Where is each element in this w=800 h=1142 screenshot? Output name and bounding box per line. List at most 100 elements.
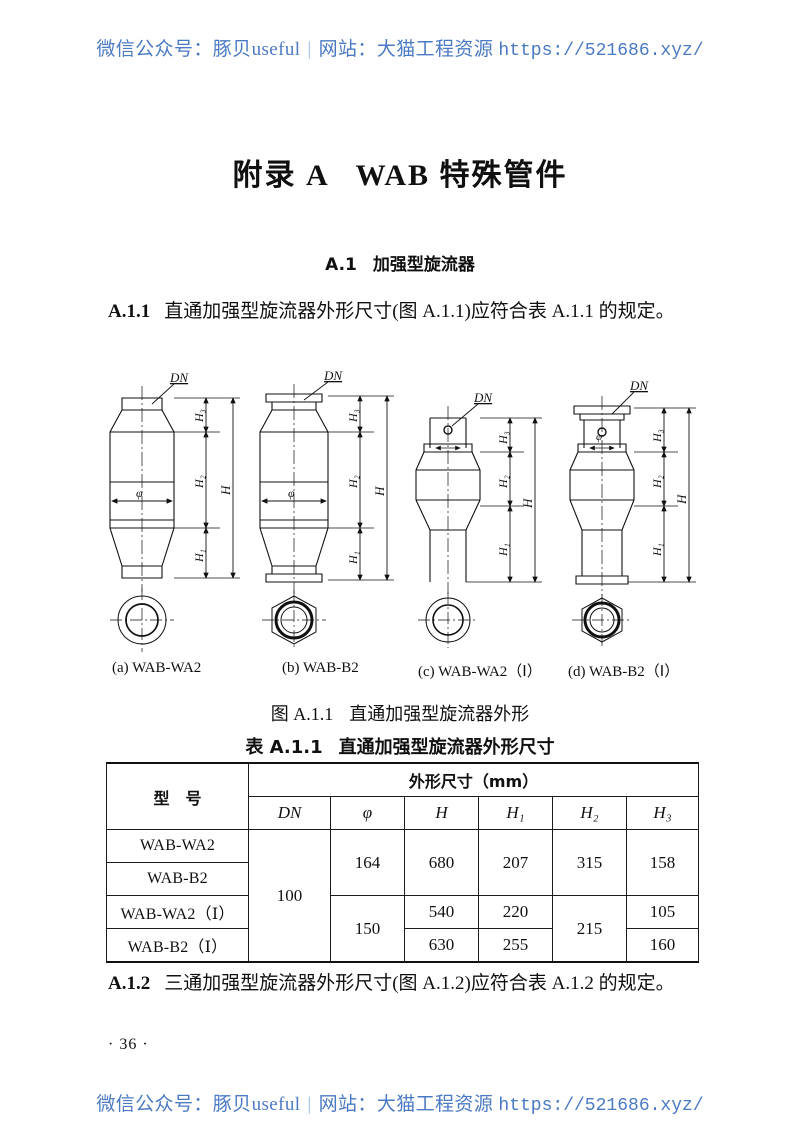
figure-caption-d: (d) WAB-B2（Ⅰ）	[568, 664, 680, 680]
svg-text:H₃: H₃	[650, 429, 664, 443]
table-row: WAB-B2（Ⅰ） 630 255 160	[106, 928, 700, 963]
table-cell-h1-207: 207	[478, 829, 553, 896]
site-url[interactable]: https://521686.xyz/	[498, 1096, 704, 1116]
watermark-separator: |	[307, 1094, 312, 1115]
figure-b-plan-view	[262, 590, 326, 650]
site-url[interactable]: https://521686.xyz/	[498, 41, 704, 61]
svg-text:H: H	[218, 485, 233, 496]
figure-c-plan-view	[418, 592, 478, 648]
table-cell-model-3: WAB-WA2（Ⅰ）	[106, 895, 249, 929]
figure-b-elevation: φ DN H₃ H₂ H₁ H	[259, 368, 394, 594]
svg-text:DN: DN	[473, 390, 493, 405]
dimensions-table: 型 号 外形尺寸（mm） DN φ H H₁ H₂ H₃ WAB-WA2 100…	[106, 762, 700, 963]
page-number: · 36 ·	[108, 1036, 149, 1053]
site-name: 大猫工程资源	[376, 39, 494, 60]
table-caption-text: 直通加强型旋流器外形尺寸	[338, 737, 555, 758]
page-title: 附录 A WAB 特殊管件	[0, 150, 800, 194]
svg-text:H: H	[674, 494, 689, 505]
table-cell-model-1: WAB-WA2	[106, 829, 249, 863]
table-cell-h3-105: 105	[625, 895, 700, 929]
svg-text:φ: φ	[288, 486, 295, 500]
table-header-h: H	[404, 796, 479, 830]
site-name: 大猫工程资源	[376, 1094, 494, 1115]
svg-text:H₂: H₂	[650, 475, 664, 489]
table-cell-model-4: WAB-B2（Ⅰ）	[106, 928, 249, 963]
table-header-h3: H₃	[625, 796, 700, 830]
appendix-subject: WAB 特殊管件	[355, 159, 568, 192]
paragraph-a-1-1: A.1.1 直通加强型旋流器外形尺寸(图 A.1.1)应符合表 A.1.1 的规定…	[108, 296, 696, 327]
wechat-account-name: 豚贝useful	[212, 39, 301, 60]
table-cell-phi-150: 150	[330, 895, 405, 963]
table-caption-label: 表 A.1.1	[245, 737, 323, 758]
table-header-h2: H₂	[552, 796, 627, 830]
svg-text:DN: DN	[323, 370, 343, 383]
svg-text:H₁: H₁	[650, 543, 664, 557]
table-cell-phi-164: 164	[330, 829, 405, 896]
figure-item-captions: (a) WAB-WA2 (b) WAB-B2 (c) WAB-WA2（Ⅰ） (d…	[100, 660, 720, 684]
svg-text:H: H	[372, 486, 387, 497]
table-row: WAB-WA2 100 164 680 207 315 158	[106, 829, 700, 963]
table-cell-dn-100: 100	[248, 829, 331, 963]
paragraph-number: A.1.1	[108, 301, 151, 322]
watermark-separator: |	[307, 39, 312, 60]
figure-caption-c: (c) WAB-WA2（Ⅰ）	[418, 664, 542, 680]
table-row: WAB-WA2（Ⅰ） 150 540 220 215 105	[106, 895, 700, 963]
cyclone-drawings-svg: φ DN H₃ H₂ H₁	[109, 368, 696, 652]
svg-text:H₃: H₃	[192, 409, 206, 423]
svg-text:H₁: H₁	[192, 549, 206, 563]
paragraph-text: 三通加强型旋流器外形尺寸(图 A.1.2)应符合表 A.1.2 的规定。	[164, 973, 675, 994]
svg-text:H₃: H₃	[496, 431, 510, 445]
figure-a-1-1-drawings: φ DN H₃ H₂ H₁	[100, 368, 720, 660]
figure-d-elevation: φ DN H₃ H₂ H₁ H	[569, 378, 696, 596]
wechat-label: 微信公众号：	[96, 39, 213, 60]
svg-text:φ: φ	[596, 431, 602, 443]
svg-text:DN: DN	[169, 370, 189, 385]
table-cell-h3-158: 158	[625, 829, 700, 896]
table-cell-h-630: 630	[404, 928, 479, 963]
table-header-phi: φ	[330, 796, 405, 830]
watermark-footer: 微信公众号：豚贝useful | 网站：大猫工程资源 https://521686.…	[0, 1089, 800, 1116]
wechat-label: 微信公众号：	[96, 1094, 213, 1115]
table-header-h1: H₁	[478, 796, 553, 830]
table-row: WAB-B2	[106, 862, 699, 896]
paragraph-number: A.1.2	[108, 973, 151, 994]
figure-caption-label: 图 A.1.1	[270, 704, 334, 724]
paragraph-text: 直通加强型旋流器外形尺寸(图 A.1.1)应符合表 A.1.1 的规定。	[164, 301, 675, 322]
svg-text:H₃: H₃	[346, 409, 360, 423]
figure-a-plan-view	[110, 588, 174, 652]
table-cell-h3-160: 160	[625, 928, 700, 963]
site-label: 网站：	[318, 1094, 377, 1115]
table-cell-h1-255: 255	[478, 928, 553, 963]
table-header-row-1: 型 号 外形尺寸（mm）	[106, 762, 700, 830]
table-caption: 表 A.1.1 直通加强型旋流器外形尺寸	[0, 733, 800, 759]
figure-a-elevation: φ DN H₃ H₂ H₁	[109, 370, 240, 592]
svg-text:H₂: H₂	[346, 475, 360, 489]
figure-caption-a: (a) WAB-WA2	[112, 660, 202, 676]
table-cell-h-680: 680	[404, 829, 479, 896]
svg-text:H: H	[520, 498, 535, 509]
appendix-label: 附录 A	[232, 159, 330, 192]
table-header-row-2: DN φ H H₁ H₂ H₃	[107, 796, 700, 830]
svg-text:H₂: H₂	[496, 475, 510, 489]
site-label: 网站：	[318, 39, 377, 60]
table-cell-model-2: WAB-B2	[106, 862, 249, 896]
section-title-text: 加强型旋流器	[372, 255, 475, 275]
dimensions-table-wrapper: 型 号 外形尺寸（mm） DN φ H H₁ H₂ H₃ WAB-WA2 100…	[106, 762, 700, 963]
watermark-header: 微信公众号：豚贝useful | 网站：大猫工程资源 https://521686.…	[0, 34, 800, 61]
svg-text:H₁: H₁	[496, 543, 510, 557]
table-cell-h2-215: 215	[552, 895, 627, 963]
table-header-group: 外形尺寸（mm）	[247, 762, 700, 797]
wechat-account-name: 豚贝useful	[212, 1094, 301, 1115]
table-cell-h1-220: 220	[478, 895, 553, 929]
table-cell-h-540: 540	[404, 895, 479, 929]
svg-text:H₁: H₁	[346, 551, 360, 565]
svg-text:φ: φ	[136, 486, 143, 500]
table-cell-h2-315: 315	[552, 829, 627, 896]
table-header-model: 型 号	[106, 762, 249, 830]
table-header-dn: DN	[248, 796, 331, 830]
figure-d-plan-view	[572, 594, 632, 648]
svg-text:DN: DN	[629, 378, 649, 393]
